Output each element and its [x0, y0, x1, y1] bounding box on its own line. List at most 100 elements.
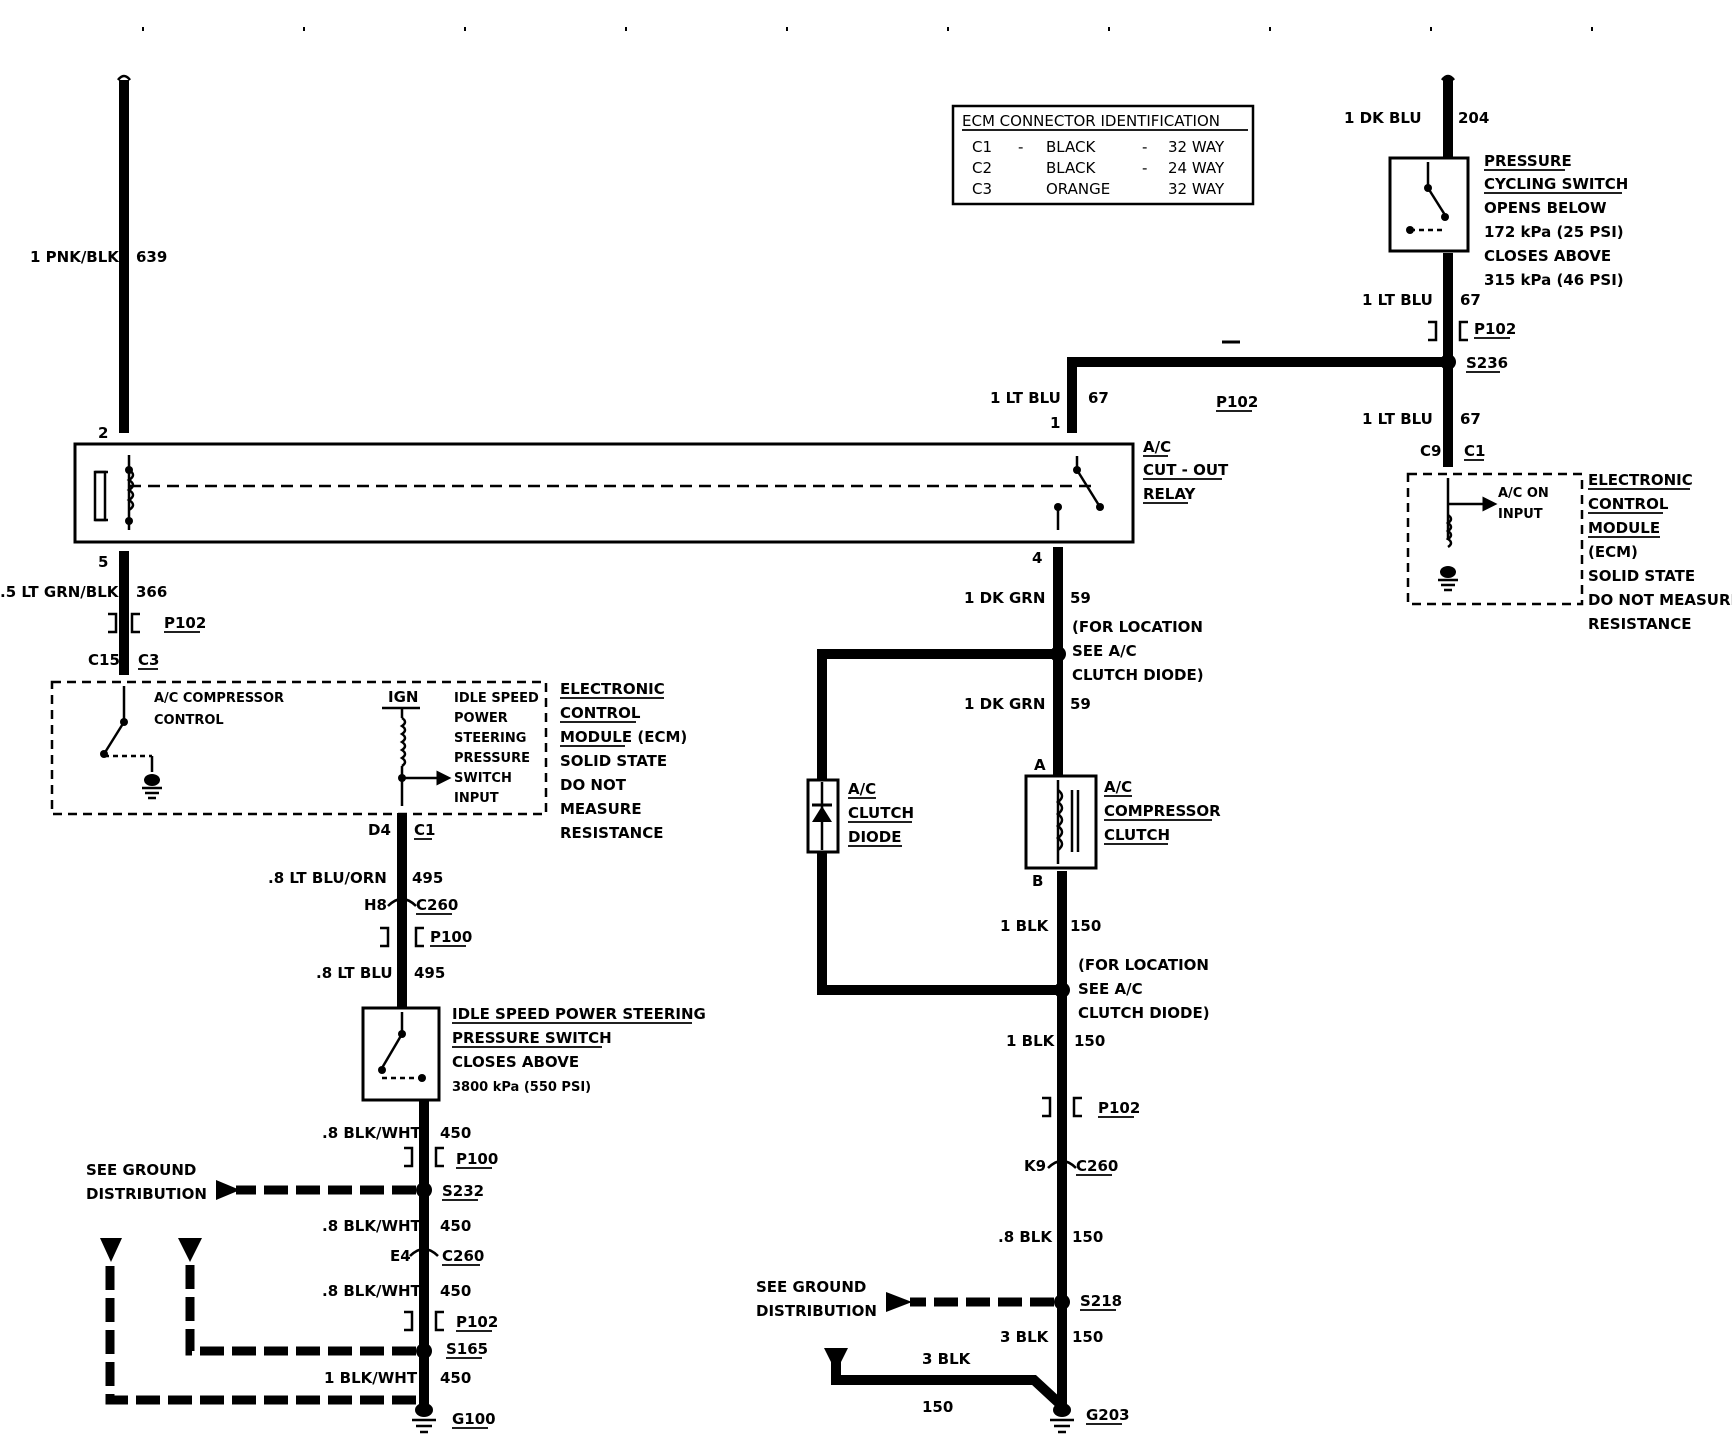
- diagram-label: IGN: [388, 688, 418, 706]
- diagram-label: C3: [972, 180, 992, 198]
- diagram-label: 495: [414, 964, 445, 982]
- diagram-label: RESISTANCE: [1588, 615, 1691, 633]
- diagram-label: 2: [98, 424, 108, 442]
- diagram-label: C260: [442, 1247, 484, 1265]
- wire-67-right: 1 LT BLU 67 P102 S236 1 LT BLU 67 C9 C1: [1362, 253, 1516, 467]
- diagram-label: C9: [1420, 442, 1441, 460]
- diagram-label: 1 DK GRN: [964, 695, 1045, 713]
- diagram-label: SEE GROUND: [86, 1161, 196, 1179]
- diagram-label: SOLID STATE: [1588, 567, 1695, 585]
- diagram-label: H8: [364, 896, 387, 914]
- diagram-label: 150: [1074, 1032, 1105, 1050]
- diagram-label: 450: [440, 1217, 471, 1235]
- diagram-label: C1: [1464, 442, 1485, 460]
- diagram-label: IDLE SPEED: [454, 691, 539, 706]
- diagram-label: P102: [164, 614, 206, 632]
- diagram-label: 67: [1460, 291, 1481, 309]
- diagram-label: 1 DK BLU: [1344, 109, 1422, 127]
- diagram-label: 1 BLK: [1006, 1032, 1056, 1050]
- diagram-label: PRESSURE: [454, 751, 530, 766]
- wire-67: 1 LT BLU 67 1 P102: [990, 340, 1453, 433]
- diagram-label: P102: [456, 1313, 498, 1331]
- diagram-label: IDLE SPEED POWER STEERING: [452, 1005, 706, 1023]
- wire-204: 1 DK BLU 204: [1344, 74, 1489, 163]
- diagram-label: -: [1142, 159, 1147, 177]
- diagram-label: INPUT: [454, 791, 499, 806]
- diagram-label: CONTROL: [154, 713, 224, 728]
- diagram-label: 32 WAY: [1168, 180, 1225, 198]
- diagram-label: 3 BLK: [1000, 1328, 1050, 1346]
- diagram-label: 1 LT BLU: [1362, 410, 1433, 428]
- diagram-label: B: [1032, 872, 1043, 890]
- diagram-label: S236: [1466, 354, 1508, 372]
- diagram-label: CLUTCH: [848, 804, 914, 822]
- ground-distribution-right: 3 BLK 150: [824, 1292, 1068, 1416]
- diagram-label: .8 LT BLU: [316, 964, 393, 982]
- diagram-label: CLOSES ABOVE: [1484, 247, 1611, 265]
- diagram-label: P102: [1216, 393, 1258, 411]
- wire-366: 5 .5 LT GRN/BLK 366 P102 C15 C3: [0, 551, 206, 675]
- diagram-label: (FOR LOCATION: [1072, 618, 1203, 636]
- diagram-label: P102: [1474, 320, 1516, 338]
- diagram-label: -: [1142, 138, 1147, 156]
- diagram-label: (ECM): [1588, 543, 1638, 561]
- diagram-label: ELECTRONIC: [1588, 471, 1693, 489]
- diagram-label: P100: [430, 928, 472, 946]
- diagram-label: 204: [1458, 109, 1489, 127]
- diagram-label: DISTRIBUTION: [756, 1302, 877, 1320]
- diagram-label: 3 BLK: [922, 1350, 972, 1368]
- diagram-label: G203: [1086, 1406, 1130, 1424]
- diagram-label: .8 BLK/WHT: [322, 1217, 422, 1235]
- diagram-label: C1: [972, 138, 992, 156]
- diagram-label: ELECTRONIC: [560, 680, 665, 698]
- diagram-label: MODULE (ECM): [560, 728, 687, 746]
- diagram-label: POWER: [454, 711, 508, 726]
- diagram-label: ORANGE: [1046, 180, 1110, 198]
- diagram-label: 67: [1460, 410, 1481, 428]
- diagram-label: C2: [972, 159, 992, 177]
- diagram-label: A/C: [1143, 438, 1171, 456]
- diagram-label: 1: [1050, 414, 1060, 432]
- diagram-label: 172 kPa (25 PSI): [1484, 223, 1624, 241]
- compressor-clutch: [1024, 774, 1098, 870]
- diagram-label: A/C COMPRESSOR: [154, 691, 284, 706]
- clutch-diode-loop: [806, 649, 1063, 995]
- pressure-cycling-switch: [1388, 156, 1470, 253]
- diagram-label: RELAY: [1143, 485, 1197, 503]
- wire-495: D4 C1 .8 LT BLU/ORN 495 H8 C260 P100 .8 …: [268, 813, 472, 1013]
- diagram-label: 24 WAY: [1168, 159, 1225, 177]
- diagram-label: S218: [1080, 1292, 1122, 1310]
- diagram-label: PRESSURE SWITCH: [452, 1029, 612, 1047]
- diagram-label: MODULE: [1588, 519, 1660, 537]
- diagram-label: S232: [442, 1182, 484, 1200]
- diagram-label: (FOR LOCATION: [1078, 956, 1209, 974]
- diagram-label: A/C: [1104, 778, 1132, 796]
- diagram-label: CYCLING SWITCH: [1484, 175, 1628, 193]
- diagram-label: 450: [440, 1124, 471, 1142]
- diagram-label: CLUTCH DIODE): [1072, 666, 1204, 684]
- diagram-label: P100: [456, 1150, 498, 1168]
- wire-150: B 1 BLK 150 1 BLK 150 P102 K9 C260 .8 BL…: [998, 871, 1140, 1434]
- diagram-label: K9: [1024, 1157, 1046, 1175]
- diagram-label: 59: [1070, 589, 1091, 607]
- diagram-label: OPENS BELOW: [1484, 199, 1607, 217]
- diagram-label: .5 LT GRN/BLK: [0, 583, 120, 601]
- diagram-label: C3: [138, 651, 159, 669]
- diagram-label: C1: [414, 821, 435, 839]
- diagram-label: 1 DK GRN: [964, 589, 1045, 607]
- diagram-label: SEE A/C: [1072, 642, 1137, 660]
- top-ticks: [142, 27, 1593, 31]
- wire-450: .8 BLK/WHT 450 P100 S232 .8 BLK/WHT 450 …: [322, 1099, 498, 1434]
- diagram-label: MEASURE: [560, 800, 642, 818]
- diagram-label: 639: [136, 248, 167, 266]
- diagram-label: C260: [416, 896, 458, 914]
- diagram-label: DISTRIBUTION: [86, 1185, 207, 1203]
- diagram-label: DO NOT: [560, 776, 627, 794]
- diagram-label: CLUTCH: [1104, 826, 1170, 844]
- diagram-label: S165: [446, 1340, 488, 1358]
- diagram-label: E4: [390, 1247, 411, 1265]
- diagram-label: 150: [922, 1398, 953, 1416]
- diagram-label: .8 BLK/WHT: [322, 1282, 422, 1300]
- diagram-label: BLACK: [1046, 138, 1096, 156]
- wire-59: 4 1 DK GRN 59 1 DK GRN 59 A: [964, 547, 1091, 775]
